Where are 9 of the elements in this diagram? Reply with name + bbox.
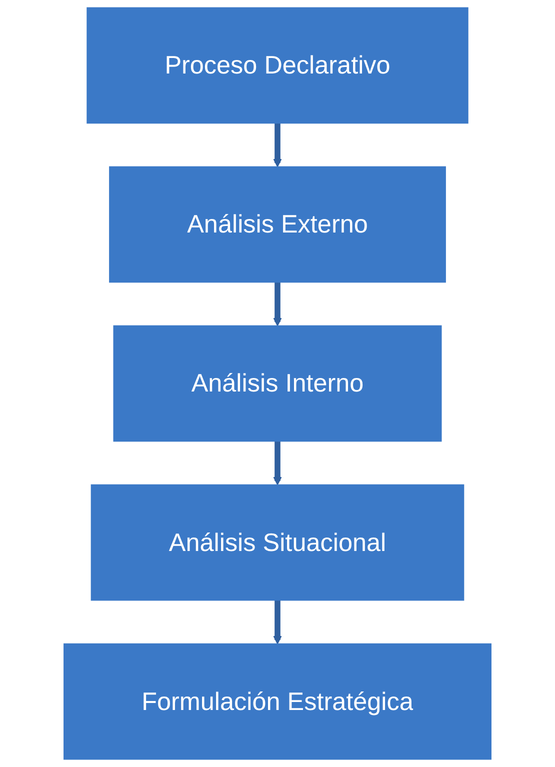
node-box: Proceso Declarativo (86, 7, 468, 124)
node-box: Análisis Situacional (90, 484, 464, 601)
node-box: Formulación Estratégica (64, 643, 492, 760)
node-box: Análisis Interno (113, 325, 442, 442)
arrow (273, 600, 282, 644)
arrow (273, 441, 282, 486)
arrow (273, 282, 282, 326)
arrow (273, 123, 282, 168)
node-box: Análisis Externo (109, 166, 446, 283)
